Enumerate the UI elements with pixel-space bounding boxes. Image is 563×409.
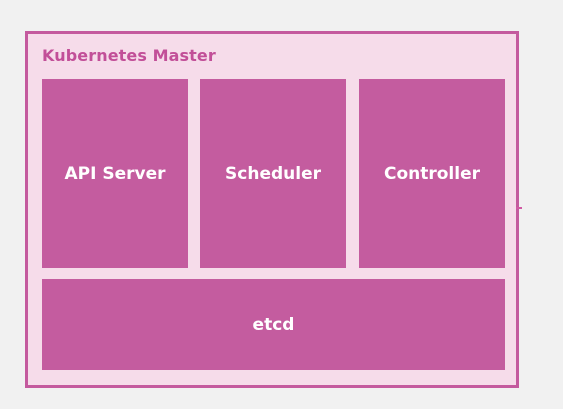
api-server-box: API Server [42, 79, 188, 268]
scheduler-label: Scheduler [225, 163, 321, 184]
kubernetes-master-title: Kubernetes Master [42, 46, 216, 65]
edge-connector-line [516, 207, 522, 209]
api-server-label: API Server [64, 163, 166, 184]
etcd-box: etcd [42, 279, 505, 370]
kubernetes-master-panel: Kubernetes Master API Server Scheduler C… [25, 31, 519, 388]
etcd-label: etcd [252, 314, 295, 335]
scheduler-box: Scheduler [200, 79, 346, 268]
controller-box: Controller [359, 79, 505, 268]
controller-label: Controller [383, 163, 480, 184]
